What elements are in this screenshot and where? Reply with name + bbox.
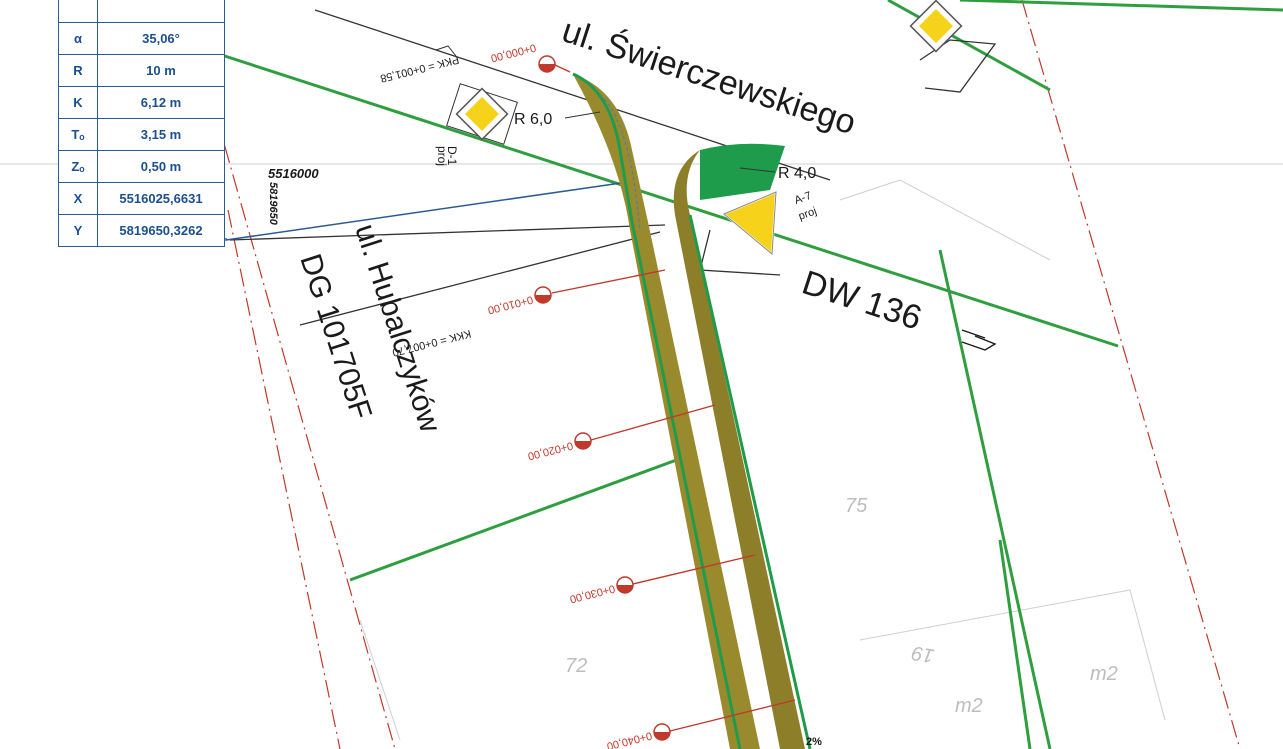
direction-arrow [961, 329, 997, 351]
parcel-number: 72 [565, 655, 587, 677]
a7-sign-code: A-7 [793, 190, 813, 207]
table-symbol: Y [58, 214, 98, 247]
a7-sign: A-7 proj [722, 190, 818, 257]
d1-sign-status: proj [435, 146, 449, 166]
table-symbol: X [58, 182, 98, 215]
station-label: 0+000,00 [489, 41, 537, 64]
pkk-label: PKK = 0+001,58 [379, 53, 460, 84]
table-value: 10 m [97, 54, 225, 87]
access-road [572, 72, 812, 749]
radius-left-label: R 6,0 [514, 111, 552, 128]
table-row [58, 0, 225, 23]
parcel-area-unit: m2 [1090, 663, 1118, 685]
table-symbol: R [58, 54, 98, 87]
table-value: 0,50 m [97, 150, 225, 183]
station-label: 0+010,00 [486, 293, 534, 316]
yield-sign-icon [722, 190, 778, 257]
d1-sign: D-1 proj [435, 83, 518, 166]
station-label: 0+030,00 [568, 582, 616, 605]
table-value: 35,06° [97, 22, 225, 55]
parcel-area-unit: m2 [955, 695, 983, 717]
priority-road-sign-icon [455, 87, 509, 141]
green-boundaries [199, 0, 1283, 749]
radius-right-callout: R 4,0 [739, 165, 816, 182]
table-value: 6,12 m [97, 86, 225, 119]
main-road-number: DW 136 [798, 263, 927, 337]
boundary-dashed-lines [191, 0, 1241, 749]
table-symbol: Zₒ [58, 150, 98, 183]
radius-left-callout: R 6,0 [514, 111, 601, 128]
a7-sign-status: proj [797, 205, 818, 223]
table-value: 3,15 m [97, 118, 225, 151]
parcel-number: 75 [845, 495, 868, 517]
table-symbol [58, 0, 98, 23]
parcel-number: 19 [910, 641, 936, 667]
coordinate-leader [225, 181, 629, 241]
chainage-stations [534, 55, 796, 741]
priority-road-sign-icon [909, 0, 963, 53]
table-symbol: Tₒ [58, 118, 98, 151]
table-value [97, 0, 225, 23]
table-value: 5819650,3262 [97, 214, 225, 247]
slope-label: 2% [806, 736, 822, 748]
station-label: 0+040,00 [605, 729, 653, 749]
table-value: 5516025,6631 [97, 182, 225, 215]
d1-sign-code: D-1 [445, 146, 459, 166]
radius-right-label: R 4,0 [778, 165, 816, 182]
table-symbol: K [58, 86, 98, 119]
station-label: 0+020,00 [526, 439, 574, 462]
x-coordinate-label: 5516000 [268, 166, 319, 181]
table-symbol: α [58, 22, 98, 55]
y-coordinate-label: 5819650 [267, 182, 279, 226]
